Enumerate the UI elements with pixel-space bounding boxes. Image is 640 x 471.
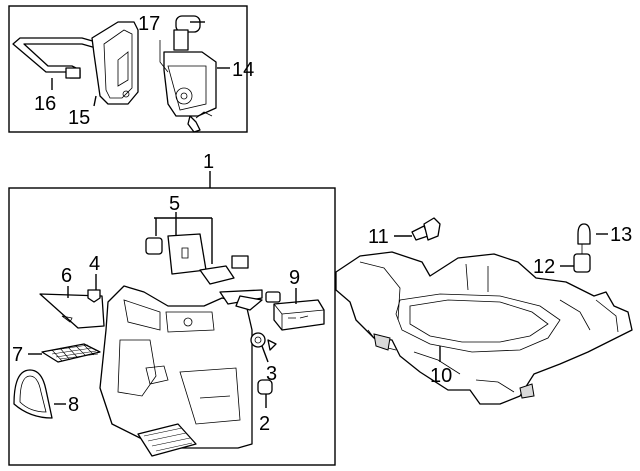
inset-box-main <box>8 187 336 466</box>
callout-6: 6 <box>61 265 72 287</box>
callout-3: 3 <box>266 363 277 385</box>
part-2-clip <box>257 379 273 395</box>
callout-13: 13 <box>610 224 632 246</box>
part-5-clips <box>145 233 281 311</box>
part-floor-mat <box>137 423 197 457</box>
part-16-strap <box>12 37 97 79</box>
callout-11: 11 <box>368 226 389 248</box>
callout-4: 4 <box>89 253 100 275</box>
callout-10: 10 <box>430 365 452 387</box>
callout-9: 9 <box>289 267 300 289</box>
part-11-push-pin <box>411 217 441 241</box>
callout-7: 7 <box>12 344 23 366</box>
part-9-module <box>273 299 325 331</box>
inset-box-top <box>8 5 248 133</box>
callout-1: 1 <box>203 151 214 173</box>
callout-15: 15 <box>68 107 90 129</box>
part-13-bulb <box>577 223 591 245</box>
part-10-trunk-tub <box>335 251 633 405</box>
part-15-holder <box>91 21 139 105</box>
callout-17: 17 <box>138 13 160 35</box>
callout-16: 16 <box>34 93 56 115</box>
part-17-lamp <box>173 15 201 51</box>
part-1-console <box>99 285 253 449</box>
callout-2: 2 <box>259 413 270 435</box>
part-3-grommet <box>250 332 277 351</box>
callout-14: 14 <box>232 59 254 81</box>
part-14-jack <box>159 40 217 133</box>
callout-12: 12 <box>533 256 555 278</box>
part-4-pin <box>87 289 101 303</box>
callout-8: 8 <box>68 394 79 416</box>
part-12-socket <box>573 244 591 273</box>
part-6-trim-panel <box>39 293 105 329</box>
part-8-seal <box>13 369 53 419</box>
callout-5: 5 <box>169 193 180 215</box>
part-7-mesh <box>41 343 101 363</box>
